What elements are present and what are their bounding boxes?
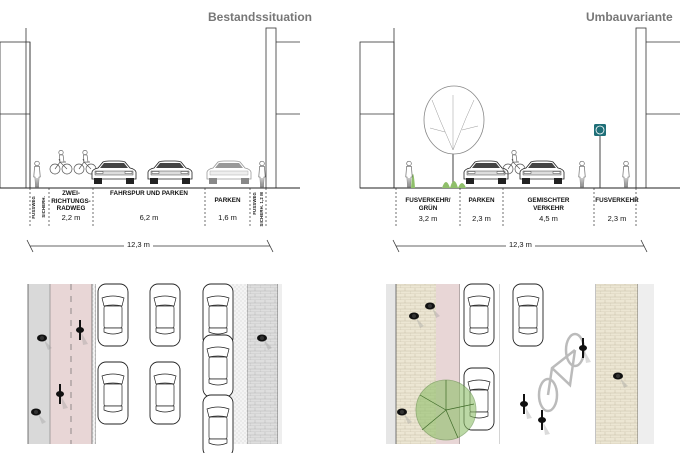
left-plan — [27, 283, 282, 453]
right-label-fussverkehr-gruen: FUSVERKEHR/ GRÜN — [405, 197, 451, 212]
right-value-fussverkehr: 2,3 m — [607, 214, 627, 223]
tree-elevation — [423, 85, 485, 188]
left-label-radweg: ZWEI- RICHTUNGS- RADWEG — [51, 190, 91, 212]
left-value-fahrspur: 6,2 m — [139, 213, 159, 222]
traffic-sign-icon — [594, 124, 606, 188]
left-section — [0, 27, 300, 253]
right-total-width: 12,3 m — [506, 240, 535, 249]
left-label-sicherheit: SICHERH. — [41, 196, 46, 218]
left-label-fussweg: FUSSWEG — [31, 196, 36, 219]
left-value-radweg: 2,2 m — [61, 213, 81, 222]
right-title: Umbauvariante — [586, 10, 673, 24]
left-label-sicherheit-2: SICHERH. 1,2 M — [259, 192, 264, 227]
tree-top-icon — [415, 379, 477, 441]
left-total-width: 12,3 m — [124, 240, 153, 249]
left-label-fahrspur: FAHRSPUR UND PARKEN — [110, 190, 188, 197]
right-label-gemischter-verkehr: GEMISCHTER VERKEHR — [527, 197, 570, 212]
right-label-fussverkehr: FUSVERKEHR — [595, 197, 639, 204]
right-value-gemischter-verkehr: 4,5 m — [539, 214, 558, 223]
right-plan — [386, 283, 654, 444]
left-label-fussweg-2: FUSSWEG — [252, 192, 257, 215]
left-value-parken: 1,6 m — [218, 213, 237, 222]
left-title: Bestandssituation — [208, 10, 313, 24]
right-value-parken: 2,3 m — [472, 214, 491, 223]
right-value-fussverkehr-gruen: 3,2 m — [418, 214, 438, 223]
right-label-parken: PARKEN — [468, 197, 495, 204]
left-label-parken: PARKEN — [214, 197, 241, 204]
